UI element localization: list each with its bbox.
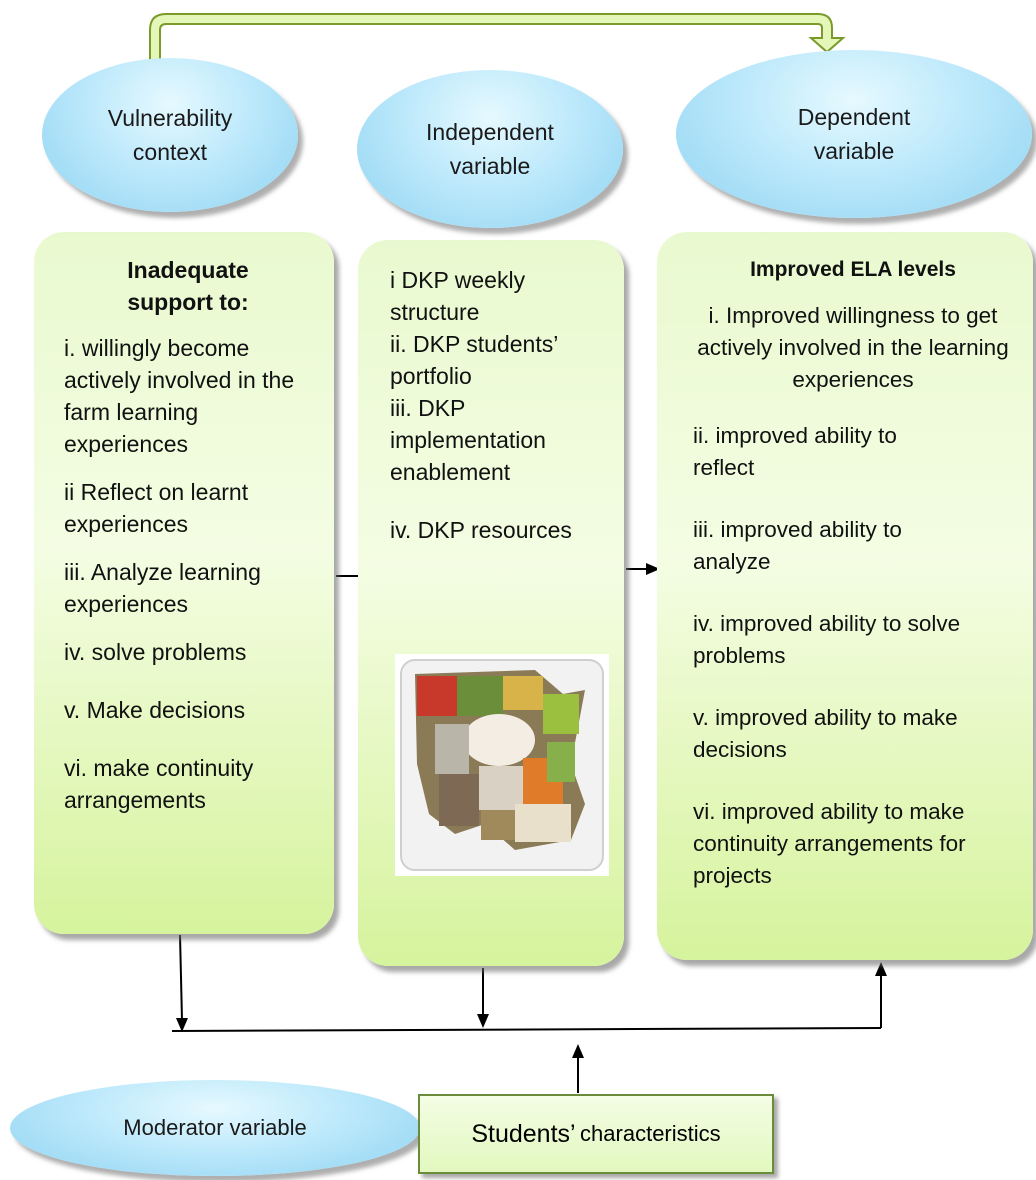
list-item: iii. Analyze learning experiences bbox=[64, 559, 261, 617]
list-item: v. Make decisions bbox=[64, 697, 246, 723]
ellipse-label: Dependent variable bbox=[797, 104, 911, 164]
right-box-improved-ela: Improved ELA levels i. Improved willingn… bbox=[657, 232, 1033, 960]
list-item: ii Reflect on learnt experiences bbox=[64, 479, 249, 537]
ellipse-vulnerability-context: Vulnerability context bbox=[42, 58, 298, 212]
left-box-inadequate-support: Inadequate support to: i. willingly beco… bbox=[34, 232, 334, 934]
ellipse-independent-variable: Independent variable bbox=[357, 70, 623, 228]
list-item: i DKP weekly structure bbox=[390, 267, 526, 325]
box-label-rest: characteristics bbox=[580, 1121, 721, 1146]
ellipse-moderator-variable: Moderator variable bbox=[10, 1080, 420, 1176]
dkp-kenya-map-image bbox=[395, 654, 609, 876]
list-item: i. Improved willingness to get actively … bbox=[697, 303, 1009, 392]
list-item: v. improved ability to make decisions bbox=[693, 705, 958, 762]
list-item: iii. DKP implementation enablement bbox=[390, 395, 546, 485]
box-label-main: Students’ bbox=[471, 1119, 576, 1148]
list-item: ii. DKP students’ portfolio bbox=[390, 331, 558, 389]
list-item: vi. make continuity arrangements bbox=[64, 755, 254, 813]
ellipse-label: Vulnerability context bbox=[107, 105, 233, 165]
ellipse-label: Moderator variable bbox=[123, 1115, 307, 1140]
list-item: iii. improved ability to analyze bbox=[693, 517, 902, 574]
list-item: ii. improved ability to reflect bbox=[693, 423, 897, 480]
students-characteristics-box: Students’ characteristics bbox=[418, 1094, 774, 1174]
left-box-heading: Inadequate support to: bbox=[127, 257, 249, 315]
ellipse-dependent-variable: Dependent variable bbox=[676, 50, 1032, 218]
list-item: vi. improved ability to make continuity … bbox=[693, 799, 966, 888]
list-item: iv. solve problems bbox=[64, 639, 247, 665]
ellipse-label: Independent variable bbox=[426, 119, 554, 179]
right-box-heading: Improved ELA levels bbox=[750, 258, 956, 281]
list-item: iv. improved ability to solve problems bbox=[693, 611, 961, 668]
list-item: i. willingly become actively involved in… bbox=[64, 335, 295, 457]
list-item: iv. DKP resources bbox=[390, 517, 572, 543]
curved-arrow bbox=[149, 13, 846, 63]
